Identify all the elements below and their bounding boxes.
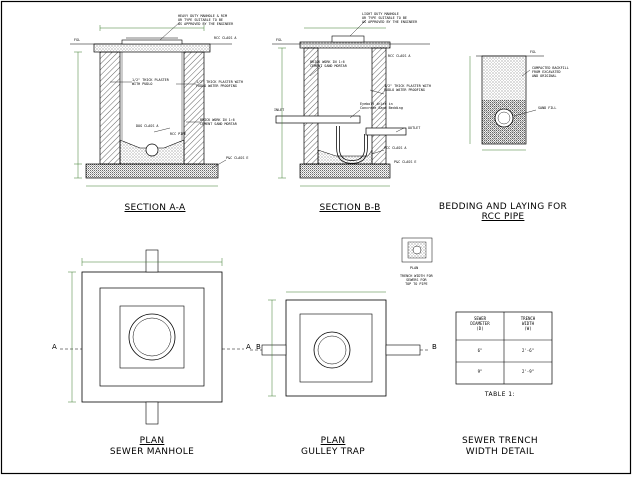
aa-note-brick: BRICK WORK IN 1:6 CEMENT SAND MORTAR xyxy=(200,118,237,126)
bb-note-plaster: 1/2" THICK PLASTER WITH PUDLO WATER PROO… xyxy=(384,84,431,92)
plan-manhole-mark-left: A xyxy=(52,343,57,351)
plan-manhole-drawing xyxy=(60,249,244,425)
bedding-title-line2: RCC PIPE xyxy=(481,212,525,222)
plan-manhole-title: PLAN SEWER MANHOLE xyxy=(102,436,202,458)
aa-note-rcc: RCC CLASS A xyxy=(214,36,237,40)
bb-note-base: P&C CLASS E xyxy=(394,160,417,164)
plan-gulley-mark-right: B xyxy=(432,343,437,351)
table-header-width: TRENCH WIDTH (W) xyxy=(520,316,536,331)
bb-note-brick: BRICK WORK IN 1:6 CEMENT SAND MORTAR xyxy=(310,60,347,68)
section-bb-title: SECTION B-B xyxy=(319,203,381,213)
plan-gulley-title-line2: GULLEY TRAP xyxy=(301,447,365,457)
bb-note-cover: LIGHT DUTY MANHOLE OR TYPE SUITABLE TO B… xyxy=(362,12,418,24)
bb-fgl-label: FGL xyxy=(276,38,283,42)
plan-manhole-mark-right: A xyxy=(246,343,251,351)
bb-note-eyebolt: Eyebolt inlet in Concrete Sand Bedding xyxy=(360,102,403,110)
bb-note-outlet: OUTLET xyxy=(408,126,421,130)
section-aa-title: SECTION A-A xyxy=(124,203,186,213)
bb-note-inlet: INLET xyxy=(274,108,285,112)
section-bb-drawing xyxy=(272,19,430,187)
table-row2-width: 2'-9" xyxy=(521,369,535,374)
table-caption: TABLE 1: xyxy=(484,391,516,398)
plan-manhole-title-line1: PLAN xyxy=(139,436,165,446)
bedding-drawing xyxy=(469,55,544,151)
table-row2-diameter: 9" xyxy=(477,369,483,374)
plan-manhole-title-line2: SEWER MANHOLE xyxy=(109,447,195,457)
aa-note-pipe: RCC PIPE xyxy=(170,132,187,136)
table-row1-diameter: 6" xyxy=(477,348,483,353)
bb-note-pcc: PCC CLASS A xyxy=(384,146,407,150)
bedding-title-line1: BEDDING AND LAYING FOR xyxy=(438,202,568,212)
aa-note-base: P&C CLASS E xyxy=(226,156,249,160)
sewer-trench-title-line1: SEWER TRENCH xyxy=(462,436,538,446)
bed-fgl-label: FGL xyxy=(530,50,537,54)
table-header-diameter: SEWER DIAMETER (D) xyxy=(470,316,490,331)
aa-note-cover: HEAVY DUTY MANHOLE & RIM OR TYPE SUITABL… xyxy=(178,14,234,26)
plan-gulley-mark-left: B xyxy=(256,343,261,351)
bed-note-sand: SAND FILL xyxy=(538,106,557,110)
plan-gulley-title: PLAN GULLEY TRAP xyxy=(288,436,378,458)
plan-gulley-drawing xyxy=(250,291,430,397)
plan-gulley-title-line1: PLAN xyxy=(320,436,346,446)
table-row1-width: 2'-6" xyxy=(521,348,535,353)
aa-note-dog: DOG CLASS A xyxy=(136,124,159,128)
trench-table-grid xyxy=(455,311,553,385)
aa-note-waterproof: 1/2" THICK PLASTER WITH PUDLO WATER PROO… xyxy=(196,80,243,88)
trench-key-note: TRENCH WIDTH FOR SEWERS FOR TOP TO PIPE xyxy=(400,274,433,286)
bb-note-rcc: RCC CLASS A xyxy=(388,54,411,58)
trench-key-label: PLAN xyxy=(410,266,419,270)
aa-note-plaster: 1/2" THICK PLASTER WITH PUDLO xyxy=(132,78,169,86)
bed-note-backfill: COMPACTED BACKFILL FROM EXCAVATED AND OR… xyxy=(532,66,569,78)
bedding-title: BEDDING AND LAYING FOR RCC PIPE xyxy=(438,202,568,222)
sewer-trench-title: SEWER TRENCH WIDTH DETAIL xyxy=(450,436,550,458)
sewer-trench-title-line2: WIDTH DETAIL xyxy=(465,447,535,457)
section-aa-drawing xyxy=(70,21,232,187)
aa-fgl-label: FGL xyxy=(74,38,81,42)
trench-key-drawing xyxy=(401,237,433,263)
